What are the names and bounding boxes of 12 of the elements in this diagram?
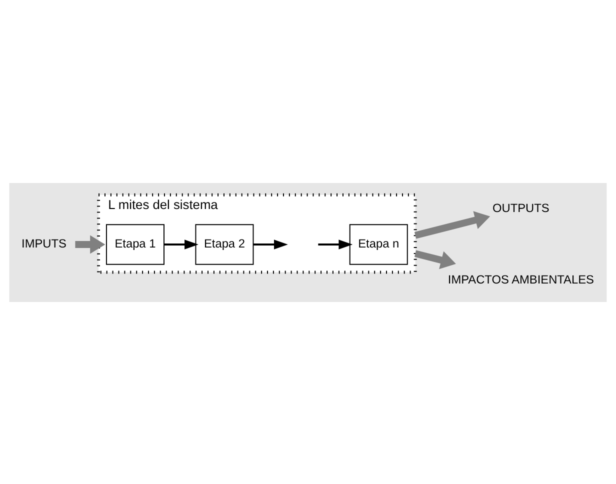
arrow: [253, 239, 288, 249]
arrow: [318, 239, 353, 249]
arrow: [164, 239, 198, 249]
arrow: [414, 250, 456, 269]
node-box: Etapa n: [349, 224, 408, 264]
node-text: IMPACTOS AMBIENTALES: [448, 272, 594, 286]
arrow: [75, 234, 106, 254]
node-box: Etapa 2: [195, 224, 254, 264]
node-box: Etapa 1: [106, 224, 164, 264]
arrow: [414, 210, 490, 238]
node-text: OUTPUTS: [492, 200, 550, 214]
node-text: IMPUTS: [22, 236, 66, 250]
